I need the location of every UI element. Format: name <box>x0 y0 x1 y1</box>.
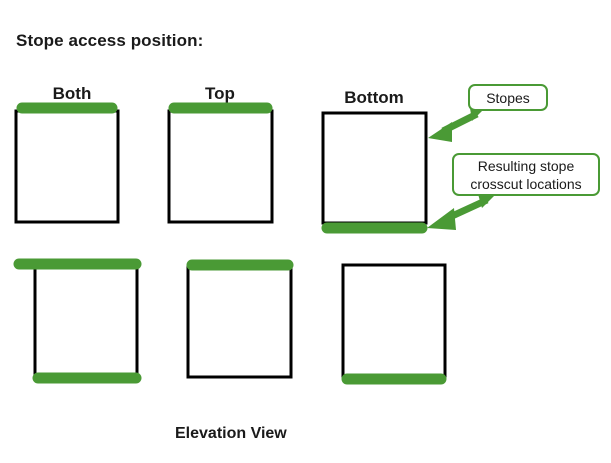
stope-cell-row2-top <box>186 259 294 379</box>
column-header-top: Top <box>205 84 235 103</box>
column-header-both: Both <box>52 84 92 103</box>
stope-block-outline-row1-bottom <box>321 111 428 225</box>
callout-crosscut-line2: crosscut locations <box>470 175 582 192</box>
arrow-head-stopes <box>428 122 452 142</box>
stope-block-outline-row2-top <box>186 265 293 379</box>
arrow-head-crosscut <box>427 208 456 230</box>
stope-cell-row2-both <box>13 258 142 384</box>
callout-box-crosscut[interactable]: Resulting stope crosscut locations <box>452 153 600 196</box>
view-label: Elevation View <box>175 425 287 442</box>
stope-block-outline-row2-bottom <box>341 263 447 378</box>
callout-arrow-stopes <box>428 108 485 142</box>
callout-arrow-crosscut <box>427 194 496 230</box>
stope-block-outline-row1-top <box>167 109 274 224</box>
callout-crosscut-line1: Resulting stope <box>477 157 575 174</box>
stope-cell-row2-bottom <box>341 263 447 385</box>
callout-stopes-label: Stopes <box>486 89 530 106</box>
arrow-shaft-crosscut <box>448 196 489 221</box>
stope-block-outline-row1-both <box>14 109 120 224</box>
stope-cell-row1-top <box>167 102 274 224</box>
page-title: Stope access position: <box>16 31 204 50</box>
callout-box-stopes[interactable]: Stopes <box>468 84 548 111</box>
column-header-bottom: Bottom <box>344 88 404 107</box>
stope-cell-row1-bottom <box>321 111 428 234</box>
stope-cell-row1-both <box>14 102 120 224</box>
